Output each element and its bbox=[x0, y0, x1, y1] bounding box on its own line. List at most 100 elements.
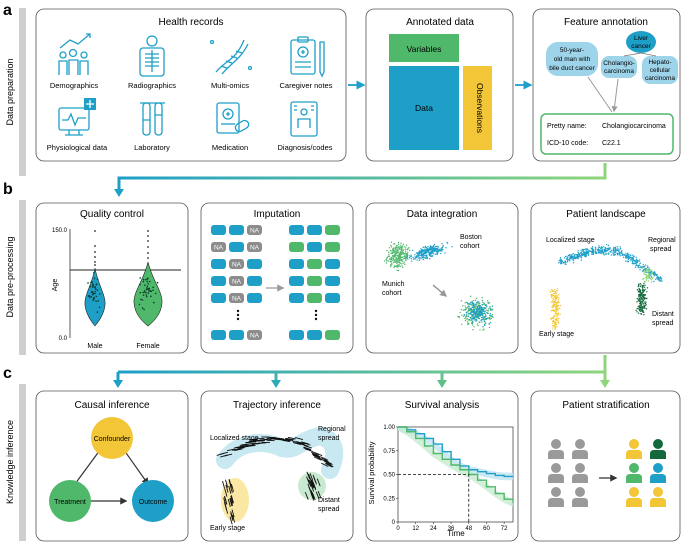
integration-point bbox=[442, 244, 445, 247]
integration-point bbox=[414, 256, 416, 258]
landscape-point bbox=[646, 266, 649, 269]
trajectory-streak bbox=[312, 453, 320, 458]
landscape-point bbox=[642, 311, 644, 313]
landscape-point bbox=[644, 269, 646, 272]
landscape-point bbox=[551, 299, 554, 302]
trajectory-streak bbox=[297, 442, 306, 446]
integration-point bbox=[470, 303, 472, 306]
qc-point bbox=[154, 292, 157, 295]
trajectory-streak bbox=[225, 479, 229, 488]
landscape-point bbox=[630, 256, 632, 259]
integration-point bbox=[439, 248, 441, 250]
trajectory-streak bbox=[229, 516, 233, 525]
integration-point bbox=[401, 265, 403, 267]
integration-point bbox=[419, 258, 421, 260]
trajectory-streak bbox=[223, 502, 228, 511]
landscape-point bbox=[552, 310, 555, 312]
landscape-point bbox=[599, 252, 601, 254]
landscape-point bbox=[598, 246, 601, 249]
landscape-point bbox=[581, 248, 584, 251]
munich-cohort-line2: cohort bbox=[382, 290, 402, 297]
trajectory-streak bbox=[321, 457, 329, 462]
trajectory-regional-1: Regional bbox=[318, 426, 346, 433]
integration-point bbox=[432, 244, 435, 247]
landscape-point bbox=[580, 249, 582, 251]
integration-point bbox=[466, 318, 469, 320]
imputed-cell bbox=[325, 242, 340, 252]
integration-point bbox=[397, 252, 399, 254]
landscape-point bbox=[659, 276, 662, 278]
qc-point bbox=[91, 293, 94, 296]
landscape-point bbox=[654, 272, 656, 274]
landscape-point bbox=[591, 250, 593, 253]
integration-point bbox=[417, 255, 420, 257]
person-icon bbox=[575, 487, 585, 497]
landscape-point bbox=[594, 250, 596, 253]
integration-point bbox=[436, 251, 439, 253]
landscape-point bbox=[554, 323, 556, 326]
data-cell bbox=[229, 225, 244, 235]
landscape-point bbox=[641, 295, 644, 297]
landscape-scatter bbox=[549, 244, 663, 330]
landscape-point bbox=[591, 253, 593, 255]
integration-point bbox=[436, 247, 439, 250]
annotated-data-title: Annotated data bbox=[406, 17, 474, 28]
integration-point bbox=[467, 319, 469, 321]
landscape-point bbox=[566, 256, 568, 258]
landscape-point bbox=[583, 254, 585, 256]
integration-point bbox=[392, 257, 395, 260]
landscape-point bbox=[643, 303, 645, 305]
integration-point bbox=[395, 244, 397, 247]
data-cell bbox=[289, 293, 304, 303]
trajectory-distant-2: spread bbox=[318, 506, 340, 513]
health-record-item-1: Radiographics bbox=[128, 81, 176, 90]
trajectory-streak bbox=[228, 485, 232, 494]
integration-point bbox=[478, 302, 481, 304]
landscape-point bbox=[613, 246, 615, 249]
trajectory-streak bbox=[304, 491, 309, 500]
landscape-point bbox=[604, 250, 606, 253]
integration-point bbox=[484, 312, 486, 314]
landscape-point bbox=[642, 278, 645, 280]
landscape-point bbox=[641, 289, 644, 291]
qc-point bbox=[141, 299, 144, 301]
integration-point bbox=[401, 266, 404, 268]
landscape-point bbox=[645, 297, 647, 300]
landscape-point bbox=[599, 249, 601, 252]
integration-point bbox=[487, 300, 489, 302]
na-cell bbox=[247, 330, 262, 340]
qc-outliers bbox=[94, 230, 149, 266]
integration-point bbox=[460, 300, 463, 302]
integration-point bbox=[475, 315, 477, 317]
integration-point bbox=[488, 326, 491, 329]
integration-point bbox=[407, 258, 409, 260]
landscape-point bbox=[567, 260, 569, 262]
qc-point bbox=[94, 288, 97, 290]
landscape-point bbox=[642, 289, 645, 291]
landscape-point bbox=[554, 327, 556, 329]
survival-confidence-band bbox=[398, 427, 513, 481]
landscape-point bbox=[612, 249, 614, 251]
landscape-point bbox=[556, 294, 558, 297]
landscape-point bbox=[644, 302, 647, 305]
na-label: NA bbox=[250, 228, 260, 235]
landscape-point bbox=[597, 247, 600, 249]
integration-point bbox=[400, 248, 402, 251]
integration-point bbox=[489, 306, 491, 308]
person-body bbox=[548, 498, 564, 507]
integration-point bbox=[432, 247, 434, 250]
landscape-point bbox=[645, 308, 648, 310]
na-cell bbox=[229, 259, 244, 269]
landscape-point bbox=[568, 258, 570, 261]
trajectory-streak bbox=[234, 448, 243, 452]
trajectory-streak bbox=[230, 495, 234, 504]
landscape-point bbox=[622, 256, 625, 258]
integration-point bbox=[484, 310, 486, 313]
trajectory-streak bbox=[304, 445, 312, 449]
landscape-point bbox=[607, 252, 610, 255]
landscape-point bbox=[646, 271, 649, 274]
integration-point bbox=[477, 324, 479, 327]
data-cell bbox=[307, 242, 322, 252]
integration-point bbox=[410, 258, 413, 260]
qc-point bbox=[150, 290, 153, 293]
